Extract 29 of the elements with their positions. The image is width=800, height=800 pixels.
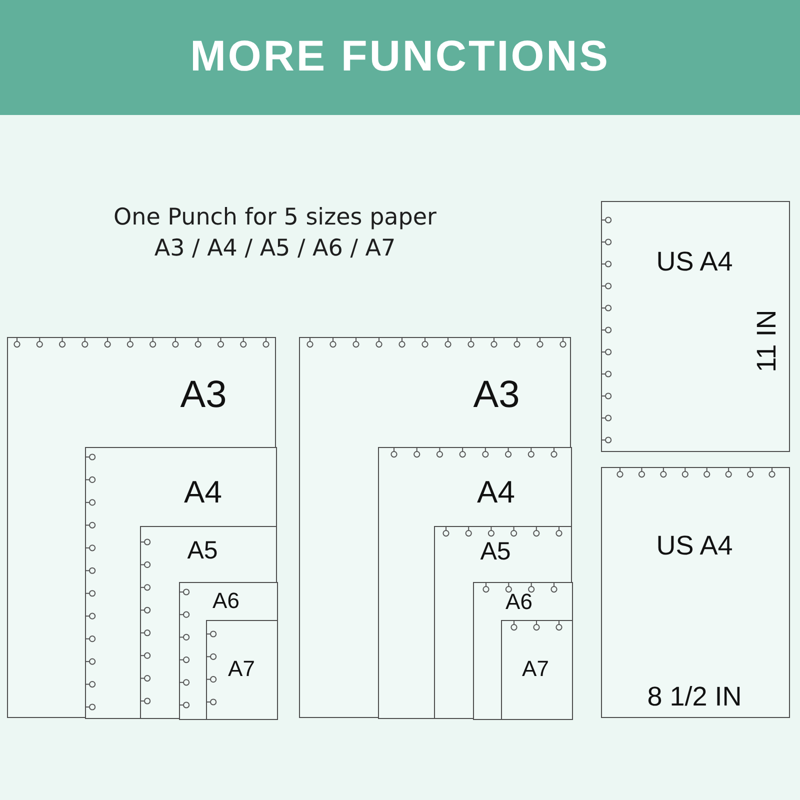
page-title: MORE FUNCTIONS: [190, 36, 610, 78]
paper-sheet: [140, 526, 277, 719]
paper-sheet: [84, 446, 276, 718]
size-label: A4: [477, 476, 515, 508]
size-label: A5: [187, 538, 218, 563]
size-label: A3: [473, 376, 520, 414]
paper-sheet: [434, 526, 572, 719]
paper-sheet: [206, 620, 278, 720]
paper-sheet: [601, 201, 790, 452]
size-label: A5: [480, 539, 511, 564]
size-label: US A4: [656, 532, 733, 559]
dimension-label: 8 1/2 IN: [647, 683, 742, 710]
paper-sheet: [7, 337, 276, 718]
size-label: A6: [212, 590, 240, 612]
paper-sheet: [378, 446, 572, 718]
size-label: US A4: [656, 248, 733, 275]
paper-sheet: [601, 467, 790, 718]
paper-sheet: [501, 620, 573, 720]
caption-text: One Punch for 5 sizes paper: [114, 205, 436, 231]
size-label: A4: [184, 476, 222, 508]
paper-sheet: [472, 582, 572, 720]
paper-sheet: [178, 582, 278, 720]
caption-text: A3 / A4 / A5 / A6 / A7: [154, 236, 396, 262]
paper-sheet: [299, 337, 571, 718]
size-label: A6: [506, 591, 532, 613]
size-label: A3: [180, 376, 227, 414]
size-label: A7: [228, 658, 255, 680]
size-label: A7: [522, 658, 549, 680]
dimension-label: 11 IN: [753, 309, 780, 372]
